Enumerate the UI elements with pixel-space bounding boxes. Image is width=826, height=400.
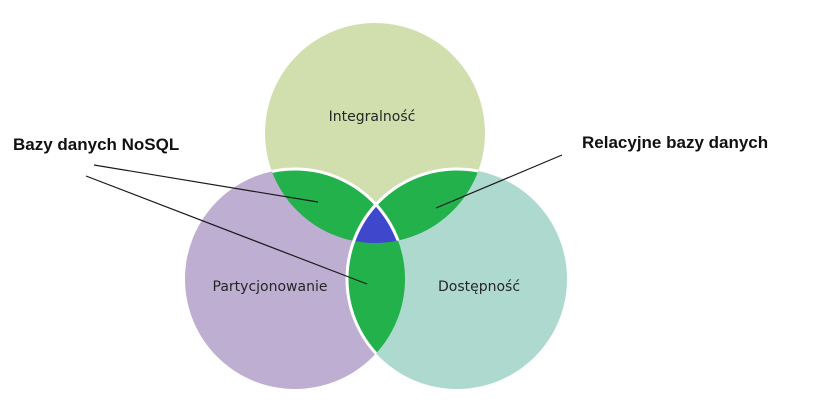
label-partycjonowanie: Partycjonowanie	[213, 279, 328, 295]
callout-nosql: Bazy danych NoSQL	[13, 135, 179, 154]
leader-line-nosql-2	[85, 175, 368, 285]
label-dostepnosc: Dostępność	[438, 279, 520, 295]
intersection-top-right	[347, 169, 485, 243]
callout-relational: Relacyjne bazy danych	[582, 133, 768, 152]
leader-line-nosql-1	[93, 164, 319, 203]
leader-line-relational	[435, 154, 563, 209]
label-integralnosc: Integralność	[329, 109, 416, 125]
divider-arc-left	[265, 167, 407, 243]
intersection-top-left	[265, 169, 405, 243]
divider-arc-right	[345, 167, 485, 243]
divider-arc-right-lower	[345, 169, 405, 389]
